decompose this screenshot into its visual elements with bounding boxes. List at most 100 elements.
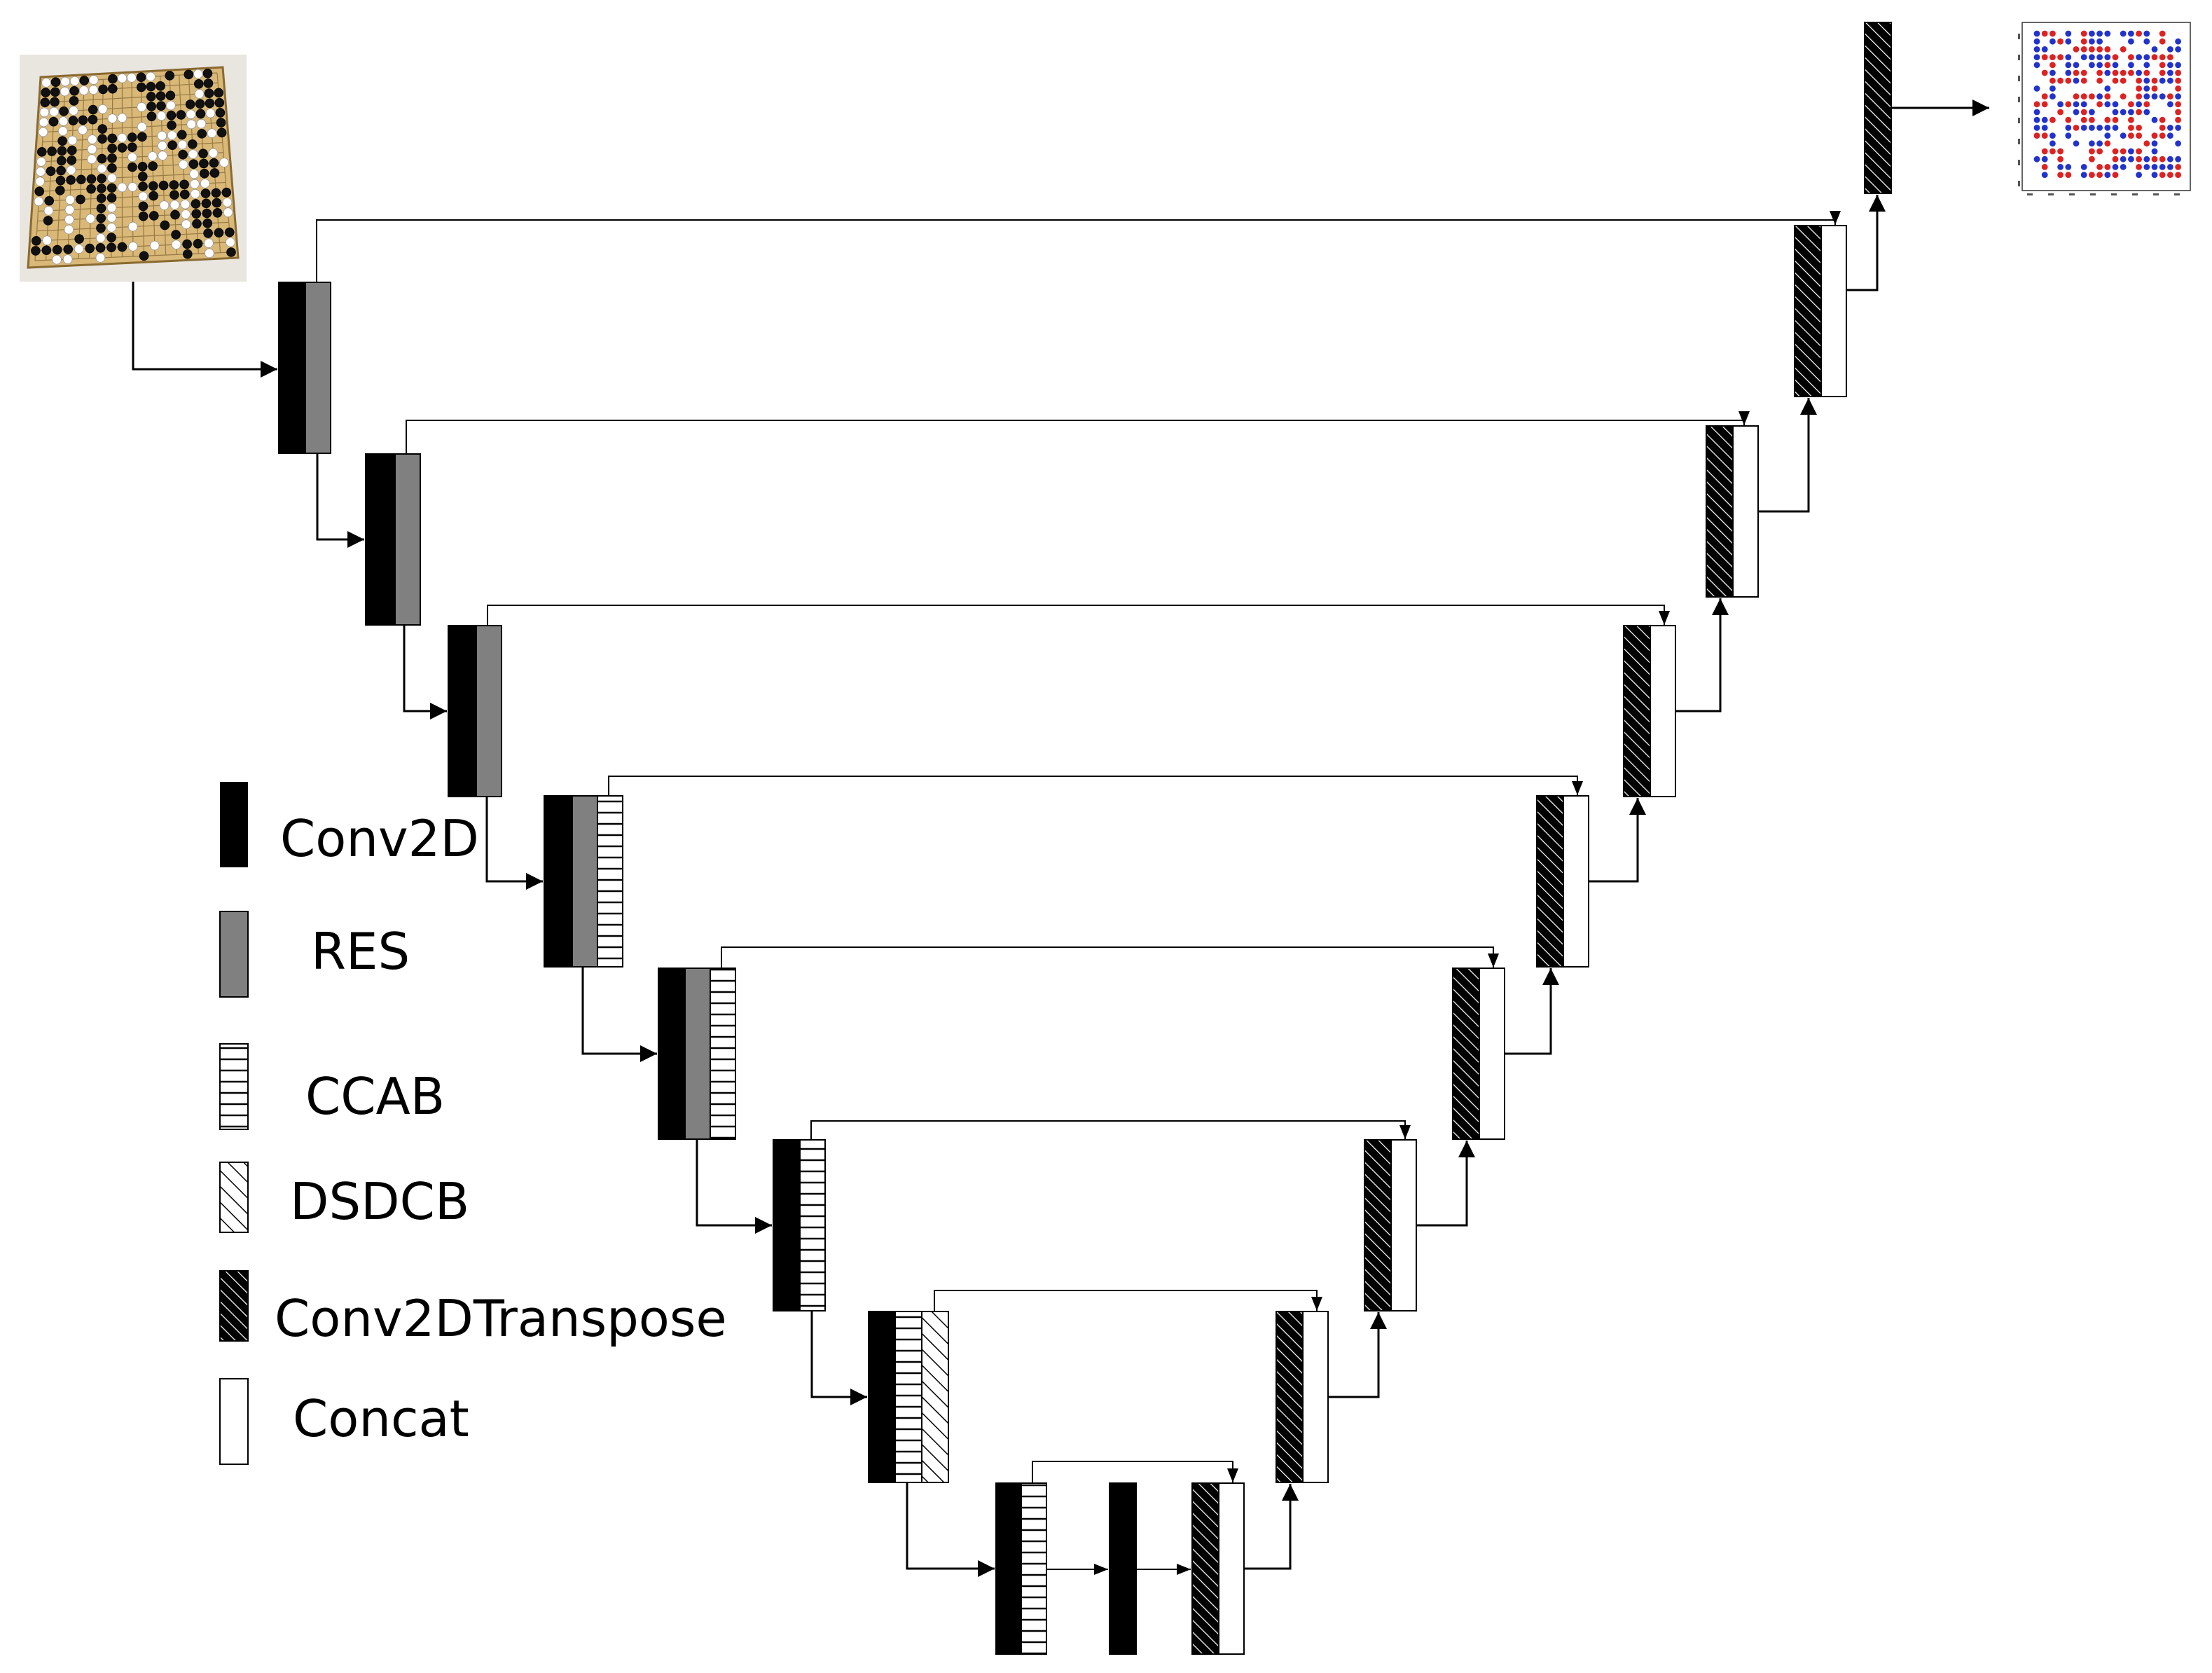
- black-stone: [187, 139, 198, 149]
- blue-dot: [2167, 156, 2173, 163]
- black-stone: [40, 97, 50, 108]
- board-grid-line: [36, 231, 230, 242]
- red-dot: [2159, 38, 2166, 45]
- red-dot: [2057, 148, 2064, 155]
- decoder-block-1-trans-layer: [1794, 225, 1822, 397]
- decoder-block-7-trans-layer: [1276, 1311, 1304, 1483]
- red-dot: [2080, 69, 2087, 76]
- blue-dot: [2104, 101, 2111, 108]
- blue-dot: [2096, 54, 2103, 60]
- blue-dot: [2080, 172, 2087, 179]
- black-stone: [107, 153, 117, 163]
- blue-dot: [2167, 125, 2173, 131]
- white-stone: [60, 76, 70, 87]
- skip-connection-2: [406, 411, 1750, 454]
- black-stone: [203, 78, 214, 88]
- blue-dot: [2167, 46, 2173, 53]
- black-stone: [127, 162, 137, 172]
- red-dot: [2104, 116, 2111, 123]
- red-dot: [2143, 101, 2150, 108]
- red-dot: [2057, 109, 2064, 116]
- white-stone: [188, 149, 198, 159]
- up-arrow-3: [1416, 1141, 1475, 1227]
- legend-label-dsdcb: DSDCB: [290, 1172, 469, 1231]
- red-dot: [2112, 77, 2119, 84]
- black-stone: [202, 208, 212, 219]
- black-stone: [137, 172, 148, 181]
- decoder-block-5-concat-layer: [1479, 968, 1505, 1140]
- decoder-block-7-concat-layer: [1302, 1311, 1329, 1483]
- red-dot: [2159, 172, 2166, 179]
- white-stone: [97, 163, 107, 174]
- go-board-stones: [31, 68, 236, 265]
- encoder-block-6-conv-layer: [773, 1139, 801, 1311]
- black-stone: [50, 97, 60, 107]
- red-dot: [2080, 38, 2087, 45]
- red-dot: [2041, 54, 2048, 60]
- blue-dot: [2089, 38, 2095, 45]
- blue-dot: [2104, 172, 2111, 179]
- blue-dot: [2073, 109, 2080, 116]
- red-dot: [2159, 54, 2166, 60]
- red-dot: [2151, 54, 2158, 60]
- red-dot: [2057, 156, 2064, 163]
- x-tick: [2174, 193, 2180, 195]
- blue-dot: [2120, 156, 2127, 163]
- white-stone: [157, 141, 167, 151]
- black-stone: [138, 201, 148, 212]
- red-dot: [2065, 116, 2072, 123]
- white-stone: [149, 240, 160, 251]
- red-dot: [2041, 148, 2048, 155]
- blue-dot: [2112, 164, 2119, 170]
- black-stone: [212, 208, 223, 218]
- blue-dot: [2175, 62, 2182, 69]
- white-stone: [190, 188, 200, 199]
- encoder-block-7: [868, 1311, 949, 1483]
- legend-label-res: RES: [311, 922, 410, 981]
- white-stone: [156, 111, 167, 121]
- decoder-block-2: [1706, 425, 1759, 598]
- blue-dot: [2089, 109, 2095, 116]
- red-dot: [2136, 93, 2143, 100]
- black-stone: [155, 91, 166, 101]
- white-stone: [137, 102, 147, 112]
- white-stone: [171, 240, 181, 249]
- y-tick: [2018, 76, 2020, 81]
- black-stone: [148, 211, 159, 221]
- white-stone: [69, 106, 78, 116]
- black-stone: [97, 184, 106, 193]
- white-stone: [167, 130, 177, 140]
- skip-connection-6: [810, 1120, 1411, 1140]
- decoder-block-2-concat-layer: [1732, 425, 1759, 598]
- decoder-block-1-concat-layer: [1820, 225, 1847, 397]
- red-dot: [2151, 77, 2158, 84]
- blue-dot: [2096, 30, 2103, 37]
- blocks: [278, 22, 1892, 1655]
- black-stone: [86, 174, 97, 184]
- blue-dot: [2151, 148, 2158, 155]
- white-stone: [57, 126, 68, 136]
- blue-dot: [2167, 62, 2173, 69]
- white-stone: [107, 113, 118, 123]
- blue-dot: [2112, 62, 2119, 69]
- decoder-block-4: [1536, 795, 1589, 968]
- input-arrow: [132, 282, 277, 378]
- white-stone: [117, 132, 127, 143]
- red-dot: [2159, 69, 2166, 76]
- decoder-block-8: [1191, 1482, 1245, 1655]
- up-arrow-1: [1244, 1484, 1299, 1570]
- white-stone: [39, 117, 49, 128]
- white-stone: [38, 127, 48, 137]
- blue-dot: [2057, 164, 2064, 170]
- blue-dot: [2096, 62, 2103, 69]
- blue-dot: [2096, 125, 2103, 131]
- red-dot: [2065, 101, 2072, 108]
- blue-dot: [2065, 125, 2072, 131]
- black-stone: [107, 163, 117, 173]
- black-stone: [216, 118, 226, 128]
- output-conv-transpose-block-trans-layer: [1864, 22, 1892, 194]
- blue-dot: [2033, 156, 2040, 163]
- white-stone: [170, 200, 180, 210]
- white-stone: [181, 219, 191, 229]
